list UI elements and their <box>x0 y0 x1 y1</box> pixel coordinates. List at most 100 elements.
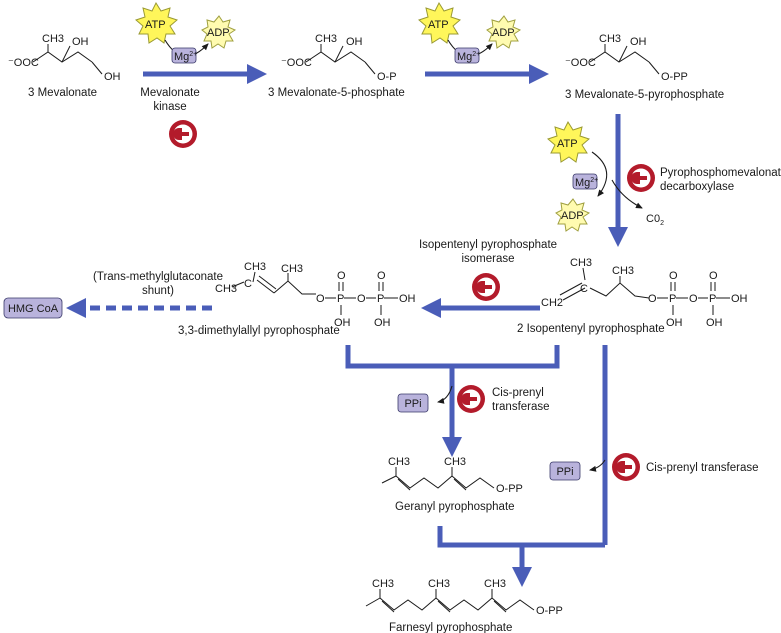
svg-text:C: C <box>244 278 252 290</box>
hmg-coa-label: HMG CoA <box>8 303 59 315</box>
svg-text:Pyrophosphomevalonate: Pyrophosphomevalonate <box>660 167 781 179</box>
farnesyl-label: Farnesyl pyrophosphate <box>389 622 512 633</box>
svg-text:OH: OH <box>334 317 351 329</box>
decarboxylase-label: Pyrophosphomevalonate decarboxylase <box>660 167 781 193</box>
svg-text:OH: OH <box>374 317 391 329</box>
svg-text:O: O <box>648 293 657 305</box>
cofactors-step3: ATP Mg2+ ADP C02 <box>547 120 664 232</box>
svg-text:CH3: CH3 <box>315 33 337 45</box>
cofactors-step1: ATP ADP Mg2+ <box>135 1 237 64</box>
svg-text:CH3: CH3 <box>215 283 237 295</box>
svg-text:Cis-prenyl: Cis-prenyl <box>492 387 544 399</box>
enzyme-icon-kinase <box>169 120 197 148</box>
svg-text:CH3: CH3 <box>444 456 466 468</box>
m5pp-label: 3 Mevalonate-5-pyrophosphate <box>565 89 724 101</box>
svg-text:O: O <box>377 270 386 282</box>
atp-star-3 <box>547 120 590 163</box>
svg-text:⁻OOC: ⁻OOC <box>565 57 596 69</box>
mevalonate-structure: ⁻OOC CH3 OH OH 3 Mevalonate <box>8 33 121 99</box>
ipp-label: 2 Isopentenyl pyrophosphate <box>517 323 665 335</box>
svg-text:OH: OH <box>666 317 683 329</box>
dimethylallyl-pyrophosphate-structure: CH3 C CH3 CH3 O P O P OH O O OH OH 3,3-d… <box>178 261 416 337</box>
enzyme-icon-isomerase <box>472 273 500 301</box>
mg-label-1: Mg2+ <box>174 51 197 63</box>
adp-star-3 <box>555 198 591 232</box>
atp-star-1 <box>135 1 178 44</box>
mevalonate-kinase-label: Mevalonate kinase <box>140 87 199 113</box>
svg-text:O-PP: O-PP <box>536 605 563 617</box>
adp-star-1 <box>201 15 237 49</box>
isomerase-label: Isopentenyl pyrophosphate isomerase <box>419 239 557 265</box>
ppi-release-1: PPi <box>397 385 453 413</box>
svg-text:P: P <box>709 293 716 305</box>
svg-text:C: C <box>580 283 588 295</box>
adp-label-1: ADP <box>207 27 230 39</box>
enzyme-icon-cis-prenyl-1 <box>457 385 485 413</box>
svg-text:Mg2+: Mg2+ <box>457 51 480 63</box>
enzyme-icon-cis-prenyl-2 <box>612 453 640 481</box>
svg-text:CH3: CH3 <box>244 261 266 273</box>
svg-text:Mg2+: Mg2+ <box>575 177 598 189</box>
svg-text:transferase: transferase <box>492 401 550 413</box>
svg-text:OH: OH <box>731 293 748 305</box>
adp-star-2 <box>486 15 522 49</box>
svg-text:CH3: CH3 <box>612 265 634 277</box>
svg-text:O-PP: O-PP <box>496 483 523 495</box>
svg-text:CH3: CH3 <box>570 257 592 269</box>
svg-text:ATP: ATP <box>428 19 449 31</box>
enzyme-icon-decarboxylase <box>627 164 655 192</box>
svg-text:CH3: CH3 <box>388 456 410 468</box>
svg-text:O: O <box>689 293 698 305</box>
svg-text:P: P <box>337 293 344 305</box>
mevalonate-label: 3 Mevalonate <box>28 87 97 99</box>
svg-text:Isopentenyl pyrophosphate: Isopentenyl pyrophosphate <box>419 239 557 251</box>
svg-text:O: O <box>669 270 678 282</box>
geranyl-label: Geranyl pyrophosphate <box>395 501 515 513</box>
farnesyl-pyrophosphate-structure: CH3 CH3 CH3 O-PP Farnesyl pyrophosphate <box>365 578 563 633</box>
svg-text:CH3: CH3 <box>281 263 303 275</box>
svg-text:ADP: ADP <box>492 27 515 39</box>
svg-text:PPi: PPi <box>404 398 421 410</box>
svg-text:CH3: CH3 <box>599 33 621 45</box>
hmg-coa-box <box>3 297 63 319</box>
svg-text:Mevalonate: Mevalonate <box>140 87 199 99</box>
svg-text:CH3: CH3 <box>484 578 506 590</box>
shunt-branch: (Trans-methylglutaconate shunt) HMG CoA <box>3 271 223 319</box>
svg-text:O-PP: O-PP <box>661 71 688 83</box>
mevalonate-ch3: CH3 <box>42 33 64 45</box>
svg-text:shunt): shunt) <box>142 285 174 297</box>
svg-text:ATP: ATP <box>557 138 578 150</box>
svg-text:O-P: O-P <box>377 71 397 83</box>
m5p-label: 3 Mevalonate-5-phosphate <box>268 87 405 99</box>
svg-text:CH2: CH2 <box>541 297 563 309</box>
svg-text:OH: OH <box>706 317 723 329</box>
svg-text:O: O <box>337 270 346 282</box>
atp-label-1: ATP <box>145 19 166 31</box>
mevalonate-5-phosphate-structure: ⁻OOC CH3 OH O-P 3 Mevalonate-5-phosphate <box>268 33 405 99</box>
svg-text:isomerase: isomerase <box>461 253 514 265</box>
svg-text:O: O <box>357 293 366 305</box>
svg-text:OH: OH <box>346 36 363 48</box>
condensation-bracket <box>345 345 560 369</box>
cis-prenyl-label-2: Cis-prenyl transferase <box>646 462 758 474</box>
svg-text:ADP: ADP <box>561 210 584 222</box>
svg-text:CH3: CH3 <box>428 578 450 590</box>
svg-text:OH: OH <box>630 36 647 48</box>
svg-text:O: O <box>316 293 325 305</box>
cofactors-step2: ATP ADP Mg2+ <box>418 1 522 64</box>
condensation-bracket-2 <box>437 526 605 548</box>
svg-text:P: P <box>669 293 676 305</box>
mevalonate-oh2: OH <box>104 71 121 83</box>
svg-text:kinase: kinase <box>153 101 186 113</box>
svg-text:decarboxylase: decarboxylase <box>660 181 734 193</box>
dmapp-label: 3,3-dimethylallyl pyrophosphate <box>178 325 340 337</box>
atp-star-2 <box>418 1 461 44</box>
cis-prenyl-label-1: Cis-prenyl transferase <box>492 387 550 413</box>
ppi-release-2: PPi <box>549 459 606 481</box>
svg-text:⁻OOC: ⁻OOC <box>281 57 312 69</box>
svg-text:OH: OH <box>399 293 416 305</box>
svg-text:P: P <box>377 293 384 305</box>
svg-text:O: O <box>709 270 718 282</box>
mevalonate-coo: ⁻OOC <box>8 57 39 69</box>
